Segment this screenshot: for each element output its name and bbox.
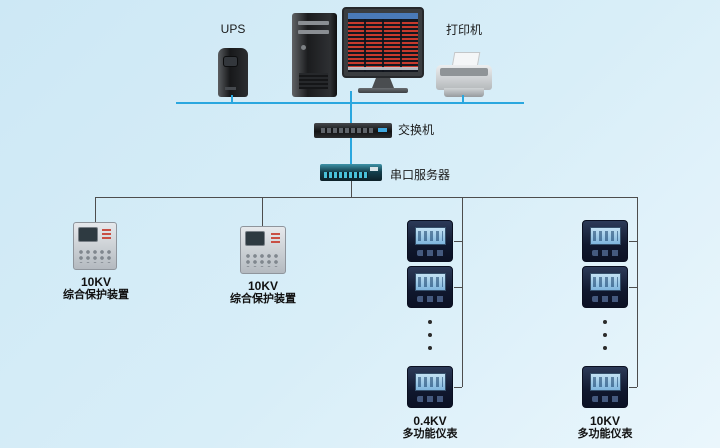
printer-tray [444,88,484,97]
meter-stub [454,287,462,288]
meter-buttons [417,250,445,256]
switch-to-serial-line [350,138,352,164]
meter-lcd [415,273,446,291]
serial-server-label: 串口服务器 [390,168,451,182]
switch-device-icon [314,123,392,138]
device-text: 多功能仪表 [577,428,633,440]
meter-lcd [590,273,621,291]
monitor-screen [348,13,418,72]
ups-bus-connector [231,95,233,102]
meter-buttons [592,396,620,402]
computer-bus-connector [350,91,352,102]
drive-slot [298,21,329,25]
protection-1-label: 10KV 综合保护装置 [36,276,156,302]
serial-to-bus-drop [351,181,352,197]
bus-to-switch-line [350,104,352,123]
continuation-dots-icon [428,333,432,337]
distribution-line [95,197,638,198]
power-meter-icon [582,366,628,408]
protection-relay-icon [240,226,286,274]
device-text: 综合保护装置 [230,293,296,305]
meter-stub [629,241,637,242]
meter-lcd [415,373,446,391]
meter-buttons [592,296,620,302]
meter-column-2-label: 10KV 多功能仪表 [545,415,665,441]
drive-slot [298,30,329,34]
meter-buttons [417,296,445,302]
monitor-base [358,88,408,93]
monitor-stand [372,78,394,88]
meter-stub [454,241,462,242]
branch-drop-protection-2 [262,197,263,226]
branch-drop-meters-2 [637,197,638,387]
meter-lcd [415,227,446,245]
ups-label: UPS [220,22,246,36]
meter-lcd [590,227,621,245]
printer-label: 打印机 [445,23,482,37]
device-text: 综合保护装置 [63,289,129,301]
ups-device-icon [218,48,248,97]
meter-buttons [417,396,445,402]
serial-server-icon [320,164,382,181]
switch-label: 交换机 [398,123,435,137]
continuation-dots-icon [603,320,607,324]
power-meter-icon [582,220,628,262]
meter-buttons [592,250,620,256]
printer-icon [436,52,492,97]
continuation-dots-icon [428,320,432,324]
tower-vent [299,73,328,89]
power-button-dot [301,45,306,50]
voltage-text: 0.4KV [413,414,447,428]
meter-column-1-label: 0.4KV 多功能仪表 [370,415,490,441]
monitor-icon [342,7,424,78]
meter-stub [454,387,462,388]
relay-keypad [79,250,112,263]
branch-drop-protection-1 [95,197,96,222]
power-meter-icon [407,220,453,262]
power-meter-icon [407,266,453,308]
voltage-text: 10KV [247,279,279,293]
protection-2-label: 10KV 综合保护装置 [203,280,323,306]
printer-lid [440,68,488,76]
continuation-dots-icon [603,346,607,350]
relay-keypad [246,254,279,267]
meter-lcd [590,373,621,391]
branch-drop-meters-1 [462,197,463,387]
meter-stub [629,287,637,288]
voltage-text: 10KV [589,414,621,428]
pc-tower-icon [292,13,337,97]
relay-leds [102,229,111,240]
relay-leds [271,233,280,244]
continuation-dots-icon [603,333,607,337]
relay-lcd [246,232,264,245]
continuation-dots-icon [428,346,432,350]
power-meter-icon [582,266,628,308]
protection-relay-icon [73,222,117,270]
printer-bus-connector [462,95,464,102]
device-text: 多功能仪表 [402,428,458,440]
meter-stub [629,387,637,388]
network-bus-line [176,102,524,104]
voltage-text: 10KV [80,275,112,289]
relay-lcd [79,228,97,241]
power-meter-icon [407,366,453,408]
